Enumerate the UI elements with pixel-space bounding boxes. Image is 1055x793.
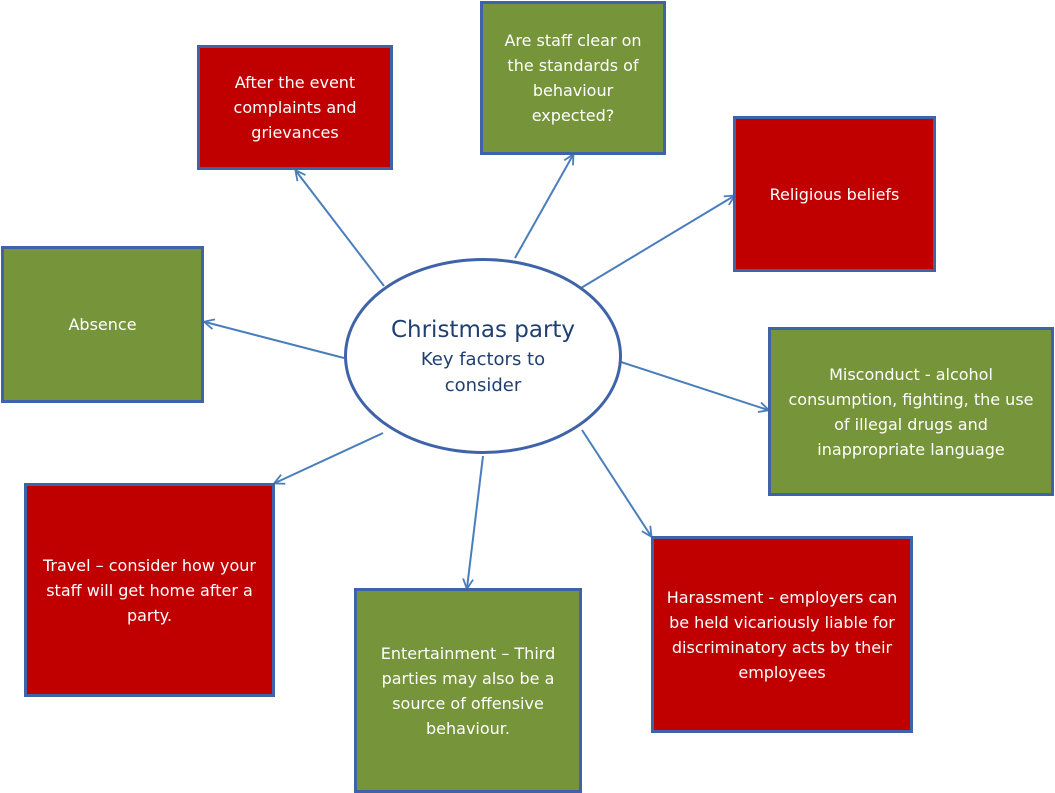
arrow-to-harassment xyxy=(581,429,651,536)
factor-label: Travel – consider how your staff will ge… xyxy=(43,555,256,625)
factor-label: Absence xyxy=(68,315,137,334)
factor-box-travel: Travel – consider how your staff will ge… xyxy=(24,483,275,697)
arrow-to-travel xyxy=(275,432,384,483)
factor-label: Religious beliefs xyxy=(769,184,900,204)
factor-label: Misconduct - alcohol consumption, fighti… xyxy=(788,364,1034,459)
factor-box-harassment: Harassment - employers can be held vicar… xyxy=(651,536,913,733)
central-topic-subtitle: Key factors to consider xyxy=(420,349,546,396)
factor-box-staff-standards: Are staff clear on the standards of beha… xyxy=(480,1,666,155)
factor-label: Are staff clear on the standards of beha… xyxy=(504,31,642,125)
factor-label: Harassment - employers can be held vicar… xyxy=(666,587,898,682)
factor-box-misconduct: Misconduct - alcohol consumption, fighti… xyxy=(768,327,1054,496)
factor-box-absence: Absence xyxy=(1,246,204,403)
factor-box-entertainment: Entertainment – Third parties may also b… xyxy=(354,588,582,793)
central-topic-ellipse: Christmas party Key factors to consider xyxy=(344,258,622,454)
factor-box-after-event-complaints: After the event complaints and grievance… xyxy=(197,45,393,170)
factor-label: After the event complaints and grievance… xyxy=(233,73,357,142)
arrow-to-misconduct xyxy=(620,361,768,410)
central-topic-title: Christmas party xyxy=(390,317,576,343)
factor-box-religious-beliefs: Religious beliefs xyxy=(733,116,936,272)
arrow-to-absence xyxy=(205,322,345,359)
arrow-to-religious xyxy=(580,196,734,289)
arrow-to-after-event xyxy=(296,171,385,287)
factor-label: Entertainment – Third parties may also b… xyxy=(380,643,556,738)
arrow-to-entertainment xyxy=(467,455,484,588)
arrow-to-staff-clear xyxy=(514,155,573,259)
